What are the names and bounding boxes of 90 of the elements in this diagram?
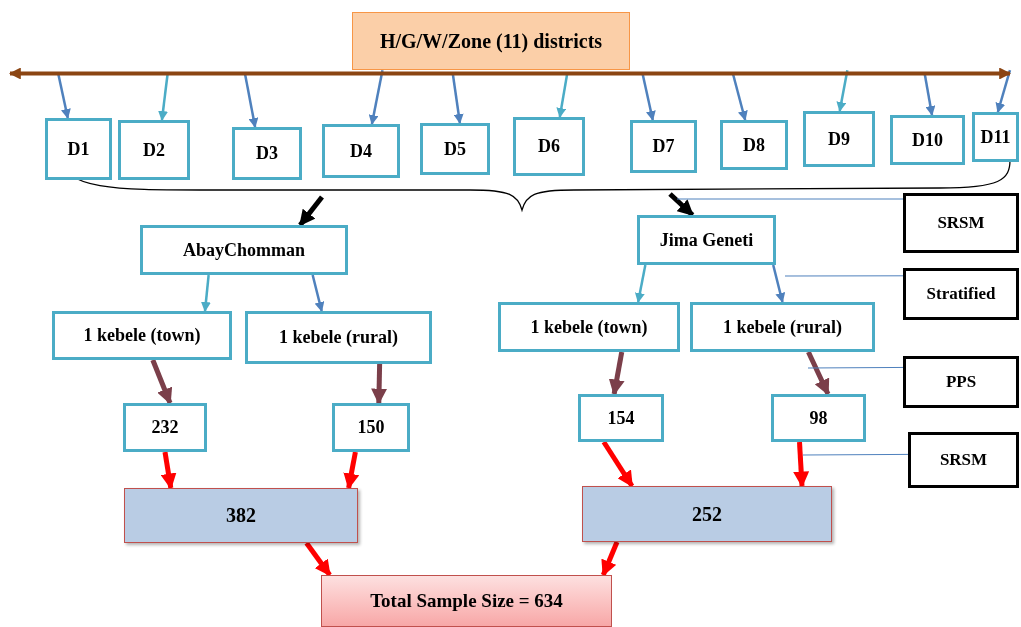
arrow — [923, 73, 936, 116]
box-label: SRSM — [937, 212, 985, 234]
box-label: D2 — [143, 138, 165, 162]
arrow — [556, 73, 569, 118]
process-box — [578, 394, 664, 442]
arrow — [368, 69, 384, 125]
process-box — [771, 394, 866, 442]
box-label: SRSM — [939, 449, 988, 471]
box-label: AbayChomman — [183, 238, 305, 262]
box-label: D8 — [743, 133, 765, 157]
leader-line — [802, 453, 909, 456]
arrow — [806, 350, 831, 396]
leader-line — [807, 366, 904, 369]
arrow — [150, 359, 173, 405]
leader-line — [784, 275, 904, 277]
arrow — [298, 195, 324, 227]
box-label: D10 — [912, 128, 943, 152]
box-label: 150 — [357, 416, 385, 439]
arrow — [158, 73, 169, 121]
process-box — [513, 117, 585, 176]
box-label: 154 — [607, 406, 635, 430]
arrow — [772, 264, 786, 303]
box-label: 1 kebele (town) — [530, 315, 648, 339]
box-label: 252 — [692, 501, 722, 527]
arrow — [668, 192, 695, 217]
box-label: Stratified — [926, 283, 996, 305]
process-box — [245, 311, 432, 364]
subtotal-box — [124, 488, 358, 543]
process-box — [332, 403, 410, 452]
process-box — [118, 120, 190, 180]
process-box — [232, 127, 302, 180]
box-label: 1 kebele (rural) — [279, 326, 398, 349]
box-label: D11 — [980, 125, 1011, 149]
arrow — [56, 73, 71, 119]
box-label: 1 kebele (rural) — [723, 315, 842, 339]
arrow — [601, 440, 635, 488]
arrow — [451, 73, 464, 124]
arrow — [243, 73, 259, 128]
process-box — [890, 115, 965, 165]
box-label: 382 — [226, 503, 256, 528]
arrow — [634, 264, 647, 303]
process-box — [803, 111, 875, 167]
process-box — [322, 124, 400, 178]
box-label: 1 kebele (town) — [83, 324, 201, 347]
box-label: D3 — [256, 142, 278, 165]
method-box — [903, 193, 1019, 253]
arrow — [608, 351, 625, 396]
box-label: D5 — [444, 137, 466, 161]
box-label: D6 — [538, 135, 560, 158]
box-label: Total Sample Size = 634 — [370, 589, 563, 613]
process-box — [52, 311, 232, 360]
total-box — [321, 575, 612, 627]
process-box — [637, 215, 776, 265]
zone-box — [352, 12, 630, 70]
box-label: Jima Geneti — [659, 228, 754, 252]
method-box — [903, 268, 1019, 320]
arrow — [836, 69, 849, 112]
arrow — [371, 363, 388, 405]
process-box — [123, 403, 207, 452]
arrow — [343, 451, 360, 490]
box-label: H/G/W/Zone (11) districts — [379, 28, 603, 54]
arrow — [641, 73, 656, 121]
method-box — [903, 356, 1019, 408]
subtotal-box — [582, 486, 832, 542]
box-label: D9 — [828, 127, 850, 151]
arrow — [600, 541, 620, 577]
arrow — [793, 441, 810, 488]
process-box — [420, 123, 490, 175]
arrow — [160, 451, 177, 490]
process-box — [630, 120, 697, 173]
box-label: D7 — [652, 135, 675, 158]
box-label: PPS — [945, 371, 977, 393]
process-box — [498, 302, 680, 352]
process-box — [720, 120, 788, 170]
box-label: D4 — [350, 139, 372, 163]
box-label: 232 — [151, 416, 179, 439]
process-box — [690, 302, 875, 352]
method-box — [908, 432, 1019, 488]
box-label: D1 — [67, 137, 90, 161]
arrow — [304, 541, 332, 577]
arrow — [200, 274, 211, 312]
double-arrow-bar — [8, 68, 1012, 79]
leader-line — [676, 198, 904, 200]
process-box — [45, 118, 112, 180]
arrow — [995, 69, 1012, 113]
process-box — [140, 225, 348, 275]
arrow — [731, 73, 748, 121]
arrow — [311, 274, 325, 312]
process-box — [972, 112, 1019, 162]
box-label: 98 — [809, 406, 828, 430]
